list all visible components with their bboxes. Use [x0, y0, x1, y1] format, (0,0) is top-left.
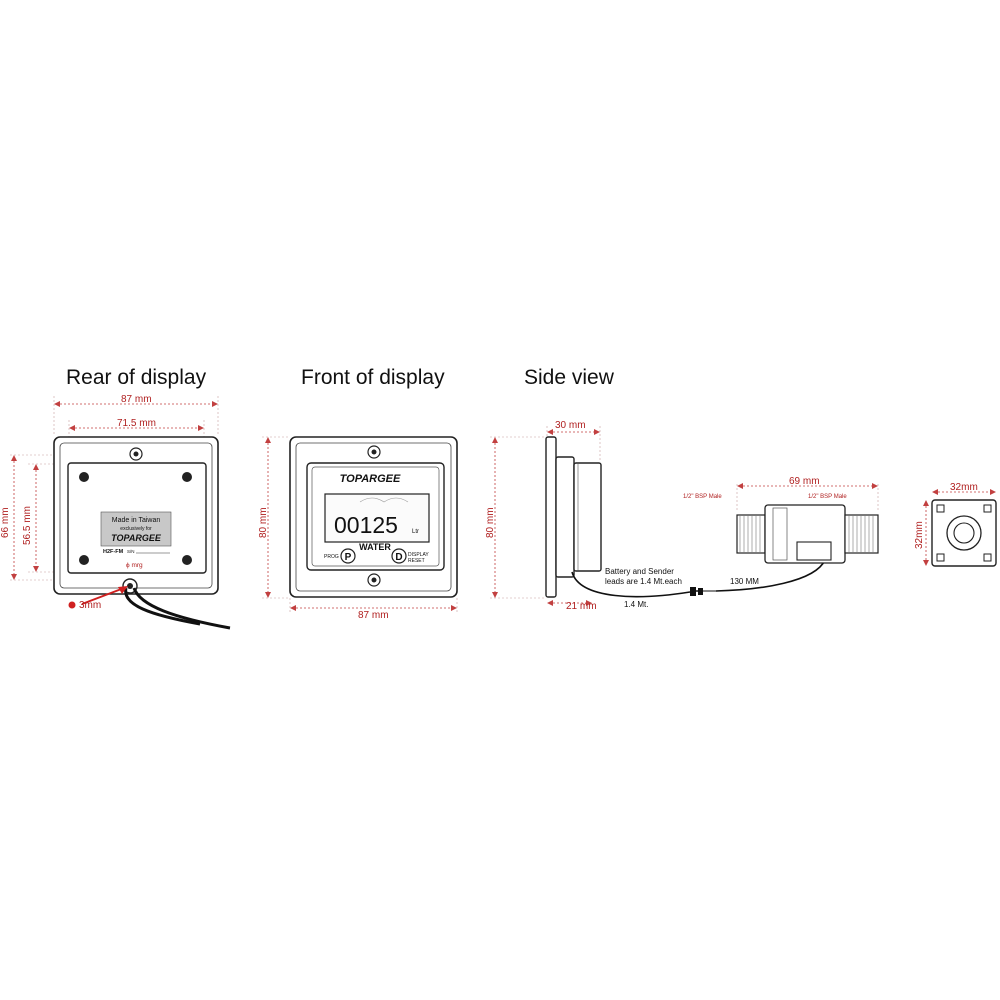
side-body [573, 462, 602, 572]
p-button-label: P [345, 552, 352, 563]
dim-end-width: 32mm [950, 482, 978, 493]
p-button[interactable]: P [340, 548, 356, 564]
dim-side-depth: 30 mm [555, 420, 586, 431]
prog-label: PROG [324, 554, 339, 560]
leads-note-line2: leads are 1.4 Mt.each [605, 577, 682, 586]
dim-front-width: 87 mm [358, 610, 389, 621]
label-brand: TOPARGEE [111, 533, 162, 543]
bsp-right-note: 1/2" BSP Male [808, 494, 847, 500]
dim-rear-height-outer: 66 mm [0, 507, 11, 538]
screw-icon [79, 472, 89, 482]
screw-icon [79, 555, 89, 565]
label-exclusively: exclusively for [120, 526, 152, 532]
dim-rear-width-inner: 71.5 mm [117, 418, 156, 429]
dim-rear-width-outer: 87 mm [121, 394, 152, 405]
side-view: 30 mm 80 mm 21 mm Battery and Sender lea… [485, 420, 879, 612]
dim-sender-length: 69 mm [789, 476, 820, 487]
lcd-screen [324, 493, 430, 543]
lcd-unit: Ltr [412, 529, 419, 535]
d-button[interactable]: D [391, 548, 407, 564]
lcd-reading: 00125 [334, 512, 398, 538]
dim-rear-height-inner: 56.5 mm [22, 506, 33, 545]
rear-cable [132, 587, 231, 630]
rear-hole-note: ϕ mrg [126, 562, 143, 569]
product-label [100, 511, 172, 547]
side-flange [545, 436, 557, 598]
sender-cable-length: 130 MM [730, 577, 759, 586]
screw-icon [182, 555, 192, 565]
leads-note-line1: Battery and Sender [605, 567, 674, 576]
rear-view: 87 mm 71.5 mm 66 mm 56.5 mm [0, 394, 231, 630]
sender-cable [715, 559, 826, 592]
label-made-in: Made in Taiwan [112, 517, 161, 524]
mode-label: WATER [359, 542, 391, 552]
reset-label: RESET [408, 558, 425, 564]
heading-rear: Rear of display [66, 366, 207, 389]
label-sn: S/N [127, 549, 135, 554]
lead-length: 1.4 Mt. [624, 600, 648, 609]
heading-side: Side view [524, 366, 614, 389]
display-label: DISPLAY [408, 552, 429, 558]
dim-side-height: 80 mm [485, 507, 496, 538]
end-view: 32mm 32mm [914, 482, 997, 567]
label-model: H2F-FM [103, 549, 124, 555]
rear-cable [124, 587, 201, 626]
d-button-label: D [395, 552, 402, 563]
lead-cable [571, 571, 691, 598]
dim-end-height: 32mm [914, 521, 925, 549]
dim-front-height: 80 mm [258, 507, 269, 538]
front-brand: TOPARGEE [340, 473, 401, 485]
hole-arrow [81, 587, 125, 605]
connector-icon [690, 587, 716, 596]
dim-side-flange: 21 mm [566, 601, 597, 612]
dim-rear-hole: 3mm [79, 600, 101, 611]
screw-icon [182, 472, 192, 482]
sensor-box [796, 541, 832, 561]
flow-sender [736, 504, 879, 564]
bsp-left-note: 1/2" BSP Male [683, 494, 722, 500]
heading-front: Front of display [301, 366, 445, 389]
front-view: 80 mm 87 mm TOPARGEE 00125 Ltr WATER PRO… [258, 436, 458, 621]
